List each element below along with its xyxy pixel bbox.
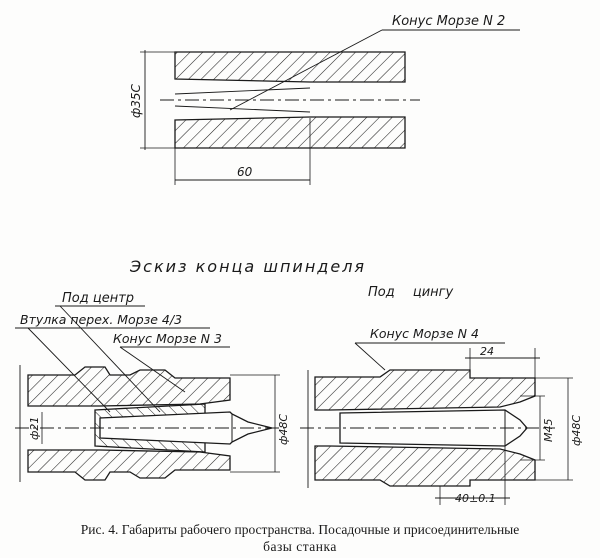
left-small-dim: ф21 bbox=[28, 417, 41, 440]
left-spindle-drawing bbox=[15, 305, 285, 482]
right-top-dim: 24 bbox=[480, 345, 494, 358]
right-outer-dim: ф48С bbox=[570, 415, 583, 446]
right-collet-label: Под цингу bbox=[368, 285, 453, 300]
top-cone-label: Конус Морзе N 2 bbox=[392, 14, 505, 29]
top-spindle-drawing bbox=[140, 29, 520, 185]
section-title: Эскиз конца шпинделя bbox=[129, 257, 366, 276]
top-length-dim: 60 bbox=[237, 165, 253, 179]
left-sleeve-label: Втулка перех. Морзе 4/3 bbox=[20, 312, 182, 327]
left-cone-label: Конус Морзе N 3 bbox=[113, 331, 222, 346]
right-inner-dim: М45 bbox=[542, 419, 555, 443]
left-center-label: Под центр bbox=[62, 291, 134, 306]
top-diameter-dim: ф35С bbox=[129, 83, 143, 118]
figure-caption-line1: Рис. 4. Габариты рабочего пространства. … bbox=[80, 522, 520, 537]
right-spindle-drawing bbox=[300, 342, 573, 505]
right-cone-label: Конус Морзе N 4 bbox=[370, 326, 479, 341]
right-bottom-dim: 40±0.1 bbox=[455, 492, 496, 505]
left-outer-dim: ф48С bbox=[277, 414, 290, 445]
figure-caption-line2: базы станка bbox=[263, 539, 337, 554]
